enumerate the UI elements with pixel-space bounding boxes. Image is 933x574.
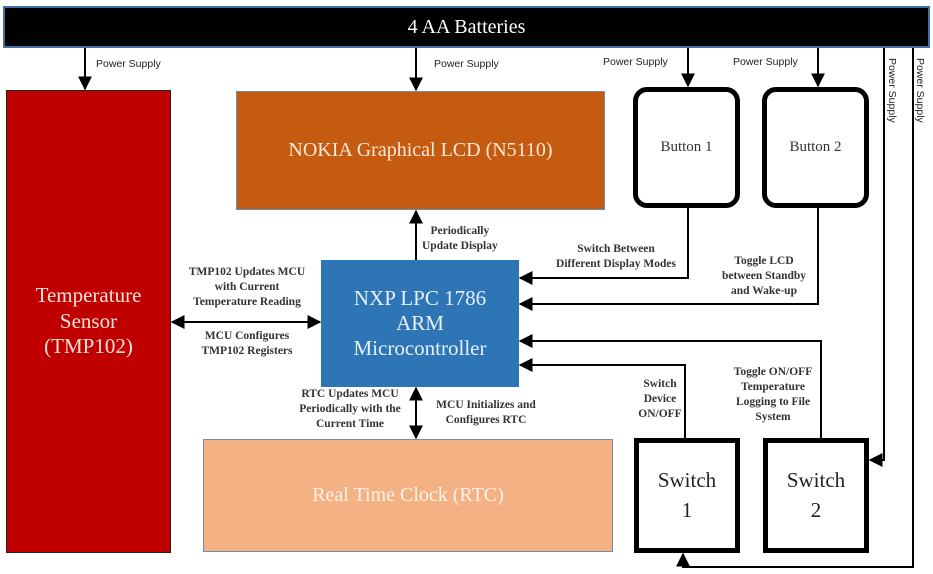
- label-mcu-to-lcd: Periodically Update Display: [422, 225, 498, 252]
- power-label-lcd: Power Supply: [434, 58, 499, 70]
- battery-label: 4 AA Batteries: [407, 15, 526, 38]
- temp-label-line: Temperature: [35, 283, 142, 308]
- wire-switch1-mcu: [518, 358, 686, 438]
- mcu-label-line: ARM: [396, 310, 444, 335]
- temperature-sensor-block: Temperature Sensor (TMP102): [6, 90, 171, 553]
- switch2-block: Switch 2: [763, 438, 869, 553]
- power-label-switch1: Power Supply: [914, 58, 926, 123]
- rtc-block: Real Time Clock (RTC): [203, 439, 613, 552]
- temp-label-line: Sensor: [59, 308, 118, 333]
- switch2-label-line: Switch: [786, 468, 846, 493]
- mcu-label-line: NXP LPC 1786: [353, 285, 487, 310]
- wire-button2-mcu: [518, 208, 819, 311]
- power-label-button2: Power Supply: [733, 56, 798, 68]
- button1-block: Button 1: [633, 87, 740, 208]
- power-label-temp: Power Supply: [96, 58, 161, 70]
- wire-button1-mcu: [518, 208, 689, 285]
- battery-block: 4 AA Batteries: [3, 6, 930, 48]
- temp-label-line: (TMP102): [44, 334, 133, 359]
- lcd-label: NOKIA Graphical LCD (N5110): [288, 139, 553, 161]
- switch2-label-line: 2: [810, 497, 822, 522]
- button2-block: Button 2: [762, 87, 869, 208]
- switch1-block: Switch 1: [634, 438, 740, 553]
- label-switch1-to-mcu: Switch Device ON/OFF: [638, 378, 682, 420]
- label-button2-to-mcu: Toggle LCD between Standby and Wake-up: [721, 255, 807, 297]
- label-switch2-to-mcu: Toggle ON/OFF Temperature Logging to Fil…: [733, 366, 813, 423]
- switch1-label-line: 1: [681, 497, 693, 522]
- button1-label: Button 1: [660, 139, 713, 155]
- mcu-label-line: Microcontroller: [353, 336, 487, 361]
- lcd-block: NOKIA Graphical LCD (N5110): [236, 91, 605, 210]
- mcu-block: NXP LPC 1786 ARM Microcontroller: [321, 260, 519, 387]
- rtc-label: Real Time Clock (RTC): [312, 484, 504, 506]
- power-wire-switch2: [868, 48, 885, 467]
- label-mcu-to-rtc: MCU Initializes and Configures RTC: [436, 399, 536, 426]
- button2-label: Button 2: [789, 139, 842, 155]
- power-wire-switch1: [676, 48, 914, 568]
- power-label-switch2: Power Supply: [886, 58, 898, 123]
- label-rtc-to-mcu: RTC Updates MCU Periodically with the Cu…: [299, 388, 401, 430]
- label-button1-to-mcu: Switch Between Different Display Modes: [556, 243, 676, 270]
- switch1-label-line: Switch: [657, 468, 717, 493]
- label-tmp-to-mcu: TMP102 Updates MCU with Current Temperat…: [188, 266, 306, 308]
- power-label-button1: Power Supply: [603, 56, 668, 68]
- label-mcu-to-tmp: MCU Configures TMP102 Registers: [201, 330, 293, 357]
- wire-switch2-mcu: [518, 334, 822, 438]
